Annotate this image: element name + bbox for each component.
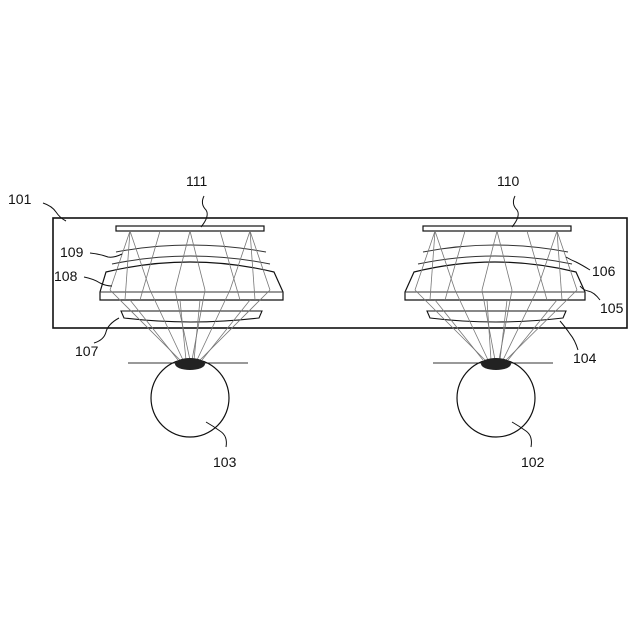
leader-104 [560,321,578,350]
eye-left [151,359,229,437]
display-111 [116,226,264,231]
label-107: 107 [75,343,99,359]
rays-right [415,231,577,360]
leader-103 [206,422,226,447]
left-optical-unit [100,226,283,437]
label-102: 102 [521,454,545,470]
label-101: 101 [8,191,32,207]
label-110: 110 [497,173,520,189]
leader-110 [512,196,518,227]
label-106: 106 [592,263,616,279]
label-111: 111 [186,173,207,189]
label-109: 109 [60,244,84,260]
pupil-right [481,358,511,370]
inner-surface-left [112,256,270,264]
label-104: 104 [573,350,597,366]
surface-106 [423,245,568,252]
label-108: 108 [54,268,78,284]
leader-109 [90,253,122,257]
leader-102 [512,422,531,447]
leader-111 [201,196,207,227]
leader-108 [84,277,112,286]
lens-107 [121,311,262,322]
label-103: 103 [213,454,237,470]
leader-107 [94,318,119,343]
right-optical-unit [405,226,585,437]
rays-left [110,231,270,360]
inner-surface-right [418,256,572,264]
label-105: 105 [600,300,624,316]
pupil-left [175,358,205,370]
eye-right [457,359,535,437]
display-110 [423,226,571,231]
